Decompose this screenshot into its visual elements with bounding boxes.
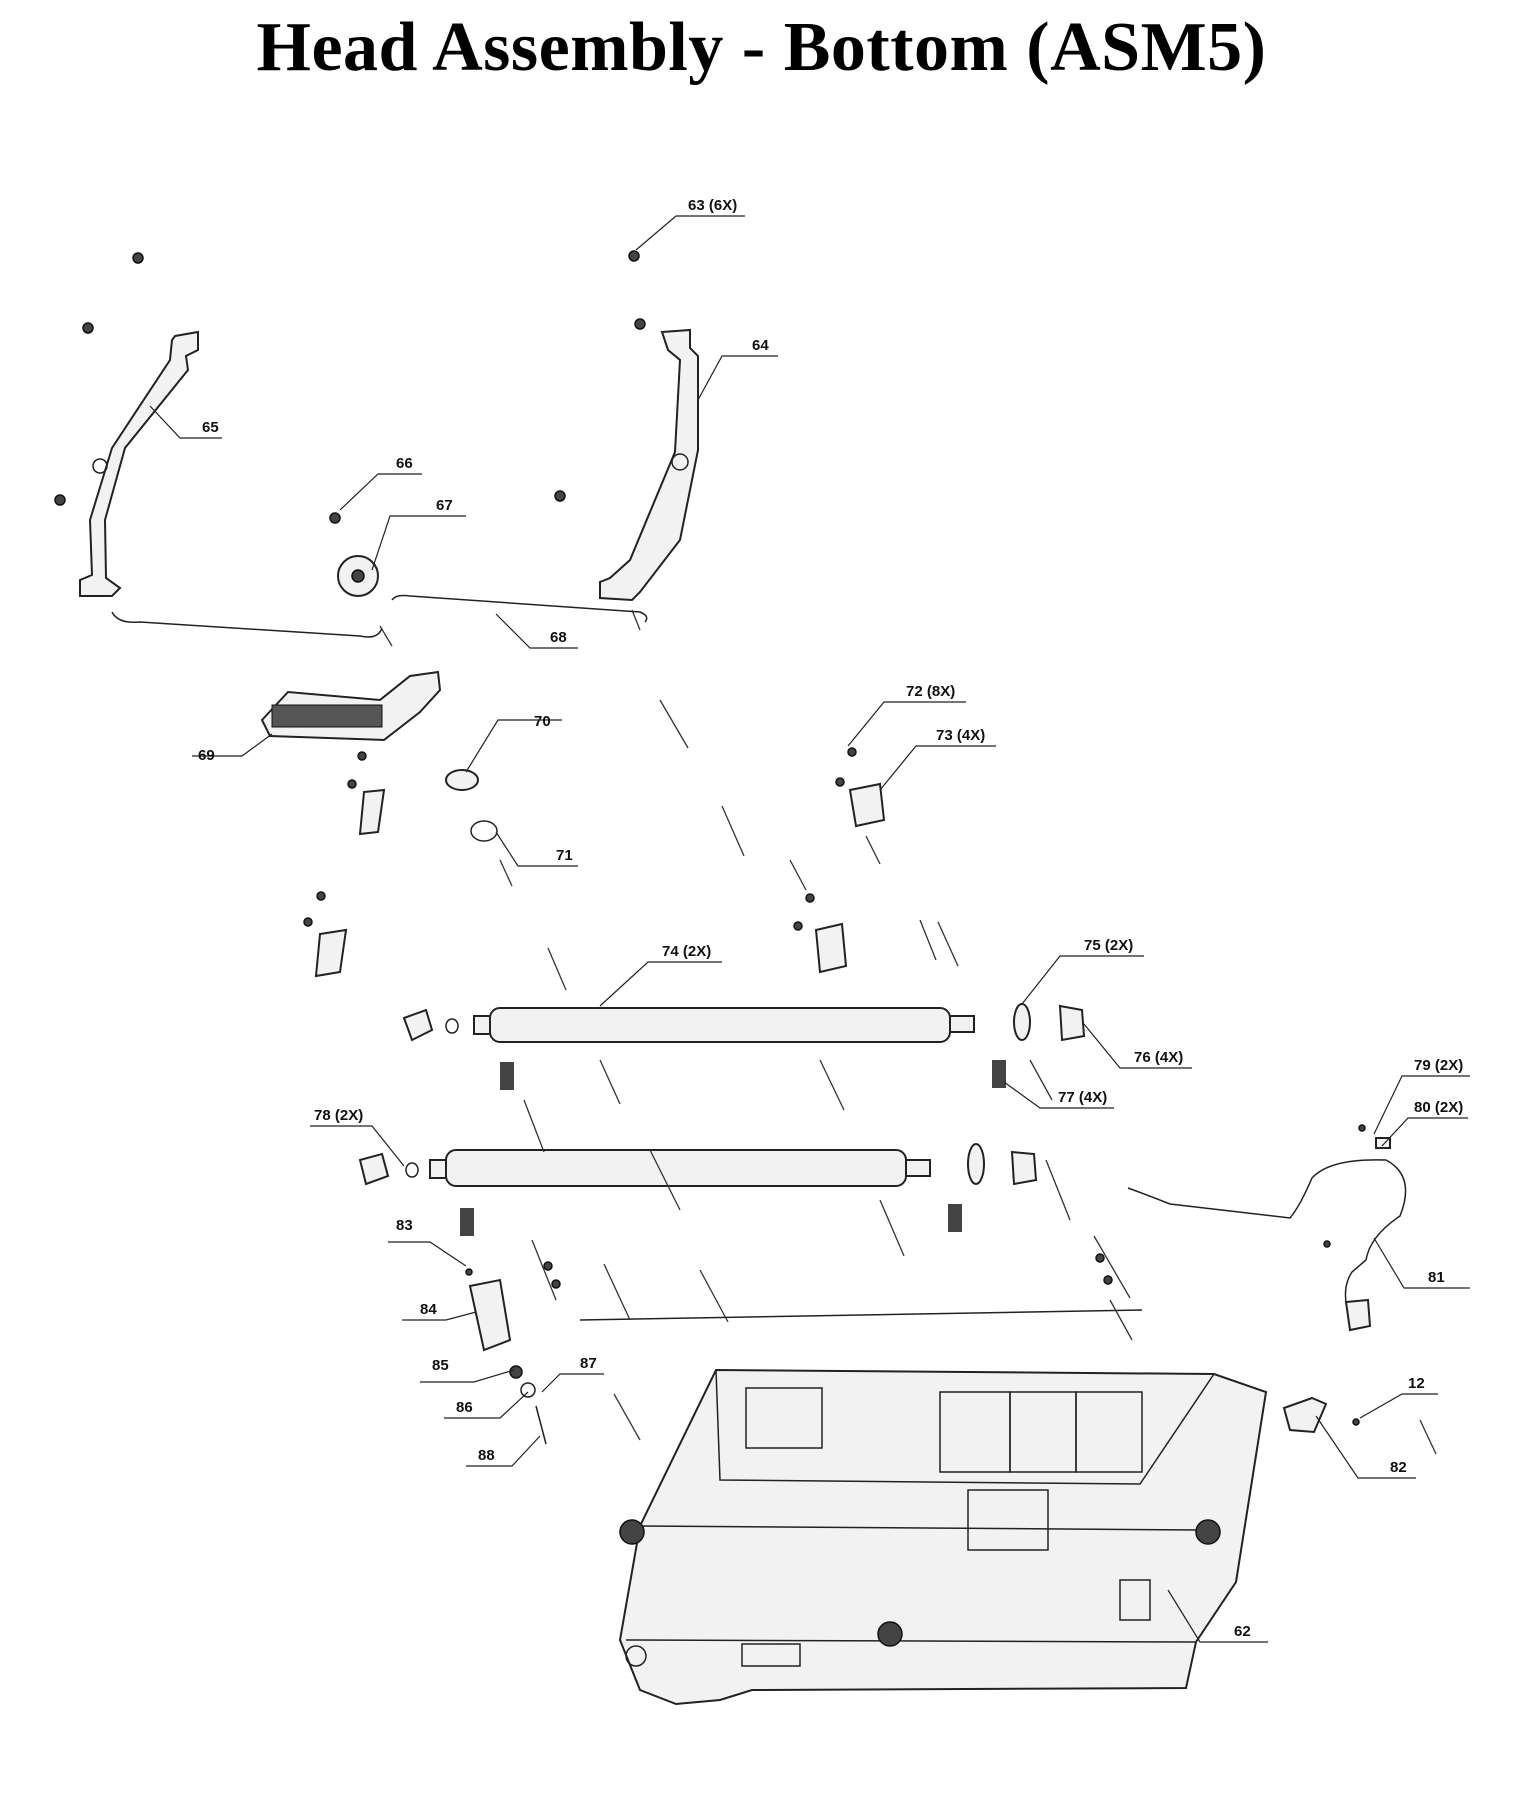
callout-69: 69	[198, 747, 215, 764]
callout-71: 71	[556, 847, 573, 864]
roller-lower	[358, 1143, 1038, 1187]
callout-85: 85	[432, 1357, 449, 1374]
callout-63: 63 (6X)	[688, 197, 737, 214]
part-82	[1282, 1396, 1328, 1434]
callout-66: 66	[396, 455, 413, 472]
callout-68: 68	[550, 629, 567, 646]
spring-77c	[460, 1208, 474, 1236]
callout-86: 86	[456, 1399, 473, 1416]
callout-73: 73 (4X)	[936, 727, 985, 744]
callout-79: 79 (2X)	[1414, 1057, 1463, 1074]
callout-88: 88	[478, 1447, 495, 1464]
callout-65: 65	[202, 419, 219, 436]
rod-left	[111, 611, 383, 638]
leader-lines	[149, 215, 1470, 1643]
base-62	[618, 1368, 1268, 1706]
sensor-12	[1344, 1298, 1372, 1332]
callout-75: 75 (2X)	[1084, 937, 1133, 954]
callout-72: 72 (8X)	[906, 683, 955, 700]
callout-82: 82	[1390, 1459, 1407, 1476]
callout-62: 62	[1234, 1623, 1251, 1640]
nut-85	[509, 1365, 523, 1379]
callout-76: 76 (4X)	[1134, 1049, 1183, 1066]
spring-77b	[992, 1060, 1006, 1088]
callout-64: 64	[752, 337, 769, 354]
rod-68	[391, 594, 648, 623]
callout-84: 84	[420, 1301, 437, 1318]
screws	[54, 250, 1366, 1426]
bracket-64	[599, 328, 699, 602]
callout-67: 67	[436, 497, 453, 514]
ring-71	[470, 820, 498, 842]
cable-81	[1127, 1159, 1407, 1319]
callout-80: 80 (2X)	[1414, 1099, 1463, 1116]
plate-left-lower	[314, 928, 348, 978]
callout-74: 74 (2X)	[662, 943, 711, 960]
washer-70	[445, 769, 479, 791]
bracket-65	[79, 330, 199, 597]
guide-rod	[579, 1309, 1143, 1321]
assembly-dash-lines	[379, 609, 1437, 1455]
washer-86	[520, 1382, 536, 1398]
connector-80	[1375, 1137, 1391, 1149]
callout-83: 83	[396, 1217, 413, 1234]
spring-77d	[948, 1204, 962, 1232]
pin-88	[535, 1405, 547, 1445]
bracket-84	[468, 1278, 512, 1352]
plate-left-upper	[358, 788, 386, 836]
roller-74	[402, 1003, 1086, 1043]
callout-70: 70	[534, 713, 551, 730]
callout-78: 78 (2X)	[314, 1107, 363, 1124]
callout-labels: 63 (6X) 64 65 66 67 68 69 70 71 72 (8X) …	[198, 197, 1463, 1640]
block-73b	[814, 922, 848, 974]
callout-87: 87	[580, 1355, 597, 1372]
washer-67	[337, 555, 379, 597]
spring-77a	[500, 1062, 514, 1090]
callout-77: 77 (4X)	[1058, 1089, 1107, 1106]
diagram-title: Head Assembly - Bottom (ASM5)	[256, 9, 1267, 86]
block-73	[848, 782, 886, 828]
callout-81: 81	[1428, 1269, 1445, 1286]
callout-12: 12	[1408, 1375, 1425, 1392]
